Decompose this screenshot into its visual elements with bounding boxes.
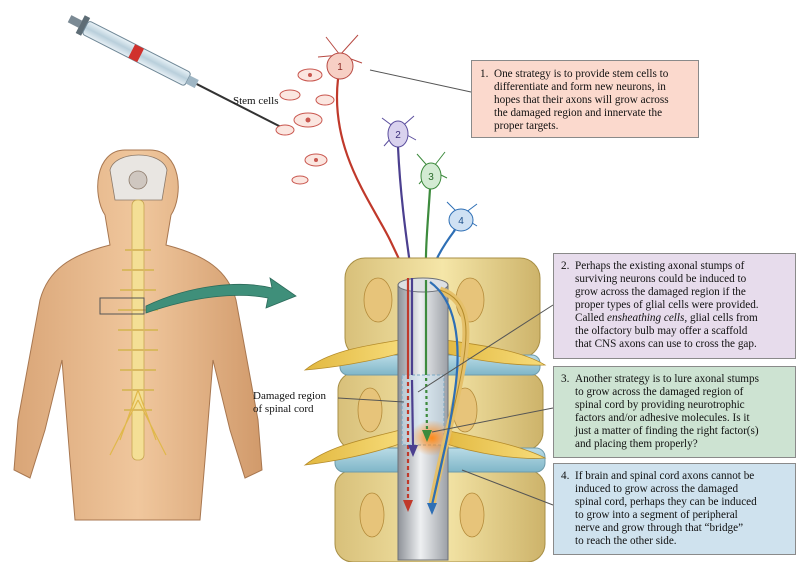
strategy-box-3: 3. Another strategy is to lure axonal st… [553,366,796,458]
vertebral-column [303,257,547,562]
neuron-number-1: 1 [337,62,343,73]
text-line: hopes that their axons will grow across [494,94,669,106]
damaged-region-label: Damaged region of spinal cord [253,390,326,416]
stem-cell-nuclei [305,73,318,162]
cord-axons [406,278,459,506]
neuron-3 [416,151,448,185]
text-fragment: Called [575,312,605,324]
text-line: spinal cord, perhaps they can be induced [575,496,757,508]
axon-1 [335,78,409,279]
strategy-box-2: 2. Perhaps the existing axonal stumps of… [553,253,796,359]
italic-term: ensheathing cells, [607,312,688,324]
strategy-number: 4. [561,470,570,482]
strategy-box-4: 4. If brain and spinal cord axons cannot… [553,463,796,555]
neuron-2 [381,115,417,147]
neuron-number-3: 3 [428,172,434,183]
text-line: Called ensheathing cells, glial cells fr… [575,312,790,325]
text-line: nerve and grow through that “bridge” [575,522,744,534]
text-line: Perhaps the existing axonal stumps of [575,260,745,272]
neuron-number-4: 4 [458,216,464,227]
leader-lines [337,69,554,506]
text-line: and placing them properly? [575,438,698,450]
neuron-number-2: 2 [395,130,401,141]
arrowheads [403,430,437,515]
highlight-box [99,297,145,315]
text-line: One strategy is to provide stem cells to [494,68,669,80]
human-back [13,149,263,521]
text-line: to grow across the damaged region of [575,386,744,398]
text-line: grow across the damaged region if the [575,286,746,298]
neuron-4 [446,201,478,233]
damaged-region-label-line1: Damaged region [253,390,326,402]
text-line: the olfactory bulb may offer a scaffold [575,325,748,337]
text-line: that CNS axons can use to cross the gap. [575,338,757,350]
text-line: induced to grow across the damaged [575,483,739,495]
strategy-number: 2. [561,260,570,272]
neuron-1 [317,34,363,76]
neuron-4-body [448,208,474,232]
text-line: factors and/or adhesive molecules. Is it [575,412,750,424]
text-line: to grow into a segment of peripheral [575,509,738,521]
text-line: surviving neurons could be induced to [575,273,747,285]
text-line: to reach the other side. [575,535,677,547]
text-fragment: glial cells from [689,312,758,324]
zoom-arrow [145,277,297,314]
text-line: differentiate and form new neurons, in [494,81,666,93]
syringe [67,15,289,132]
text-line: proper types of glial cells were provide… [575,299,759,311]
text-line: the damaged region and innervate the [494,107,663,119]
text-line: just a matter of finding the right facto… [575,425,759,437]
strategy-box-1: 1. One strategy is to provide stem cells… [471,60,699,138]
stem-cells-label: Stem cells [233,95,279,107]
text-line: spinal cord by providing neurotrophic [575,399,745,411]
text-line: If brain and spinal cord axons cannot be [575,470,755,482]
neuron-1-body [326,52,354,80]
neuron-3-body [420,162,442,190]
text-line: Another strategy is to lure axonal stump… [575,373,759,385]
text-line: proper targets. [494,120,559,132]
strategy-number: 3. [561,373,570,385]
stem-cells [275,68,335,185]
damaged-region-label-line2: of spinal cord [253,403,314,415]
strategy-number: 1. [480,68,489,80]
